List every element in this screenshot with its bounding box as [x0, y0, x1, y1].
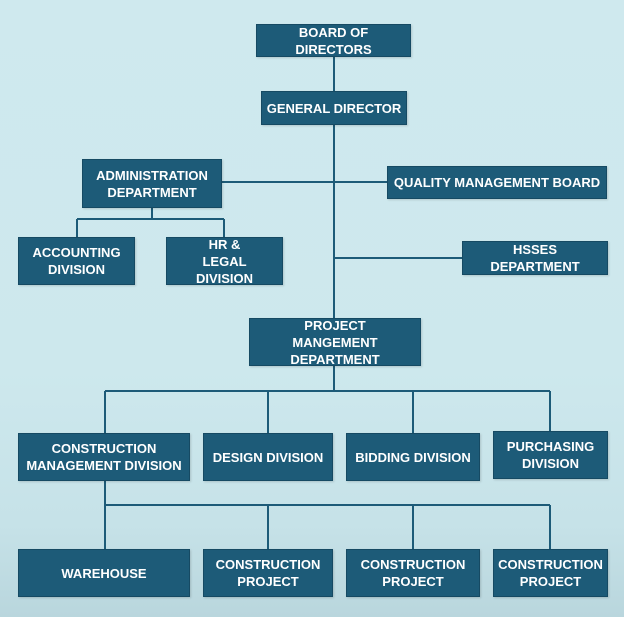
construction-project-box-3: CONSTRUCTION PROJECT	[493, 549, 608, 597]
board-of-directors-box: BOARD OF DIRECTORS	[256, 24, 411, 57]
design-division-box: DESIGN DIVISION	[203, 433, 333, 481]
construction-management-division-box: CONSTRUCTION MANAGEMENT DIVISION	[18, 433, 190, 481]
bidding-division-box: BIDDING DIVISION	[346, 433, 480, 481]
project-management-department-box: PROJECT MANGEMENT DEPARTMENT	[249, 318, 421, 367]
warehouse-box: WAREHOUSE	[18, 549, 190, 597]
general-director-box: GENERAL DIRECTOR	[261, 91, 407, 125]
accounting-division-box: ACCOUNTING DIVISION	[18, 237, 135, 285]
administration-department-box: ADMINISTRATION DEPARTMENT	[82, 159, 222, 208]
construction-project-box-1: CONSTRUCTION PROJECT	[203, 549, 333, 597]
hr-legal-division-box: HR & LEGAL DIVISION	[166, 237, 283, 286]
construction-project-box-2: CONSTRUCTION PROJECT	[346, 549, 480, 597]
hsses-department-box: HSSES DEPARTMENT	[462, 241, 608, 275]
quality-management-board-box: QUALITY MANAGEMENT BOARD	[387, 166, 607, 199]
purchasing-division-box: PURCHASING DIVISION	[493, 431, 608, 479]
